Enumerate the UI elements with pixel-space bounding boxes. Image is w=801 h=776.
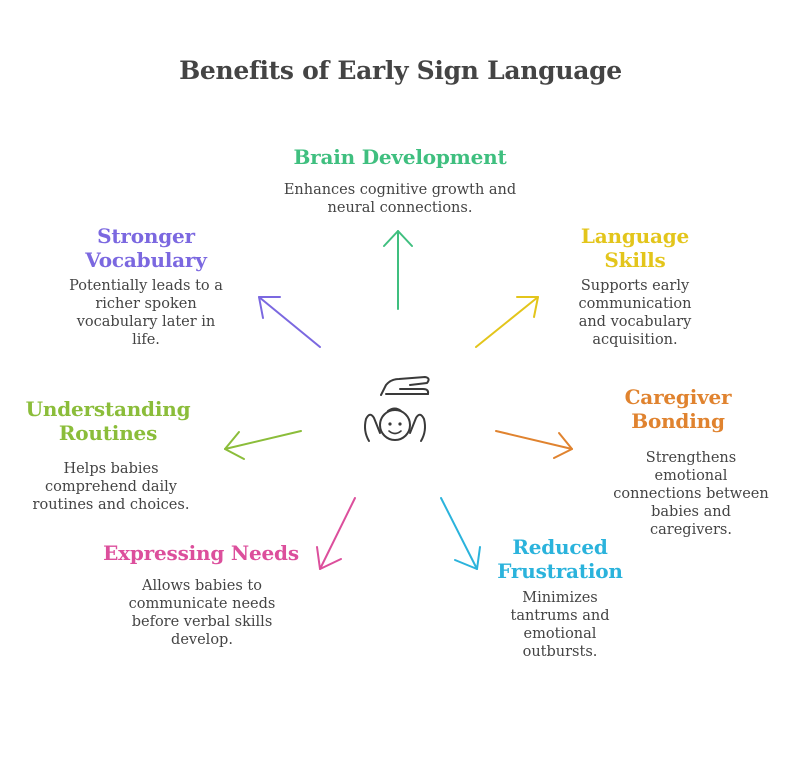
arrow-understanding-routines — [224, 430, 302, 460]
stronger-vocabulary-heading: Stronger Vocabulary — [85, 224, 207, 272]
expressing-needs-text: Allows babies to communicate needs befor… — [128, 578, 276, 648]
reduced-frustration-text: Minimizes tantrums and emotional outburs… — [510, 590, 610, 660]
stronger-vocabulary-text: Potentially leads to a richer spoken voc… — [69, 278, 223, 348]
arrow-language-skills — [475, 296, 539, 348]
caregiver-bonding-heading: Caregiver Bonding — [624, 385, 732, 433]
arrow-caregiver-bonding — [495, 430, 573, 459]
language-skills-heading: Language Skills — [580, 224, 690, 272]
reduced-frustration-heading: Reduced Frustration — [497, 535, 623, 583]
expressing-needs-heading: Expressing Needs — [103, 541, 299, 565]
understanding-routines-heading: Understanding Routines — [25, 397, 191, 445]
brain-development-text: Enhances cognitive growth and neural con… — [283, 182, 517, 216]
arrow-reduced-frustration — [440, 497, 481, 570]
caregiver-bonding-text: Strengthens emotional connections betwee… — [613, 450, 769, 538]
arrow-stronger-vocabulary — [258, 296, 321, 348]
understanding-routines-text: Helps babies comprehend daily routines a… — [32, 461, 190, 513]
arrow-expressing-needs — [316, 497, 356, 570]
brain-development-heading: Brain Development — [293, 145, 507, 169]
arrow-brain-development — [383, 230, 413, 310]
diagram-title: Benefits of Early Sign Language — [179, 56, 622, 85]
language-skills-text: Supports early communication and vocabul… — [578, 278, 692, 348]
